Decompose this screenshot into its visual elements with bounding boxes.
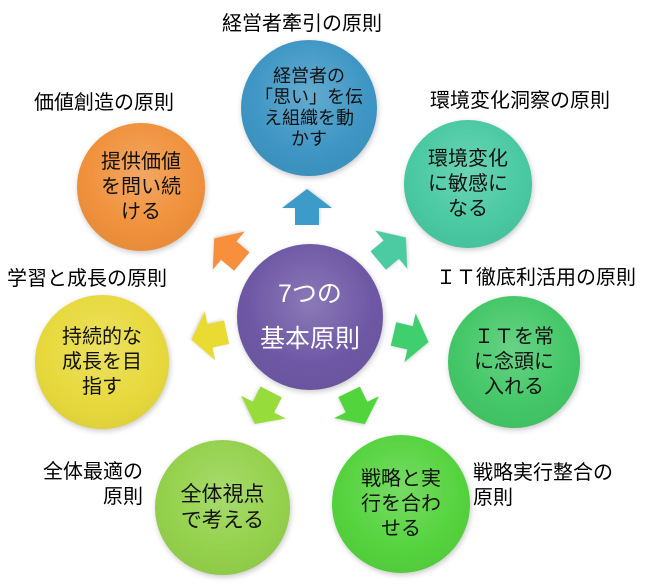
arrow-up-right-icon (370, 230, 408, 270)
arrow-up-icon (282, 189, 332, 225)
circle-leadership: 経営者の 「思い」を伝 え組織を動 かす (241, 40, 377, 176)
center-circle: 7つの 基本原則 (237, 244, 383, 390)
label-learning-growth-principle: 学習と成長の原則 (7, 268, 167, 290)
circle-it-utilization: ＩＴを常 に念頭に 入れる (448, 296, 580, 428)
circle-text-value-creation: 提供価値 を問い続 ける (101, 150, 181, 223)
label-overall-optimization-principle: 全体最適の 原則 (43, 461, 143, 508)
circle-text-leadership: 経営者の 「思い」を伝 え組織を動 かす (255, 66, 363, 149)
label-environment-insight-principle: 環境変化洞察の原則 (430, 90, 610, 112)
circle-text-strategy-execution-alignment: 戦略と実 行を合わ せる (361, 467, 441, 540)
circle-text-environment-insight: 環境変化 に敏感に なる (428, 147, 508, 220)
arrow-down-right-icon (334, 386, 380, 425)
circle-text-overall-optimization: 全体視点 で考える (180, 482, 265, 532)
center-circle-text: 7つの 基本原則 (259, 280, 360, 353)
arrow-right-icon (390, 313, 429, 363)
arrow-left-icon (191, 311, 230, 361)
circle-strategy-execution-alignment: 戦略と実 行を合わ せる (332, 435, 470, 573)
label-strategy-execution-alignment-principle: 戦略実行整合の 原則 (473, 462, 613, 509)
circle-text-it-utilization: ＩＴを常 に念頭に 入れる (474, 325, 554, 398)
arrow-down-left-icon (241, 386, 286, 425)
arrow-up-left-icon (212, 231, 250, 271)
label-it-utilization-principle: ＩＴ徹底利活用の原則 (436, 267, 636, 289)
label-leadership-principle: 経営者牽引の原則 (222, 13, 382, 35)
circle-text-learning-growth: 持続的な 成長を目 指す (62, 325, 142, 398)
circle-value-creation: 提供価値 を問い続 ける (77, 123, 205, 251)
circle-environment-insight: 環境変化 に敏感に なる (404, 120, 532, 248)
label-value-creation-principle: 価値創造の原則 (34, 92, 174, 114)
circle-learning-growth: 持続的な 成長を目 指す (35, 295, 169, 429)
circle-overall-optimization: 全体視点 で考える (155, 440, 290, 575)
